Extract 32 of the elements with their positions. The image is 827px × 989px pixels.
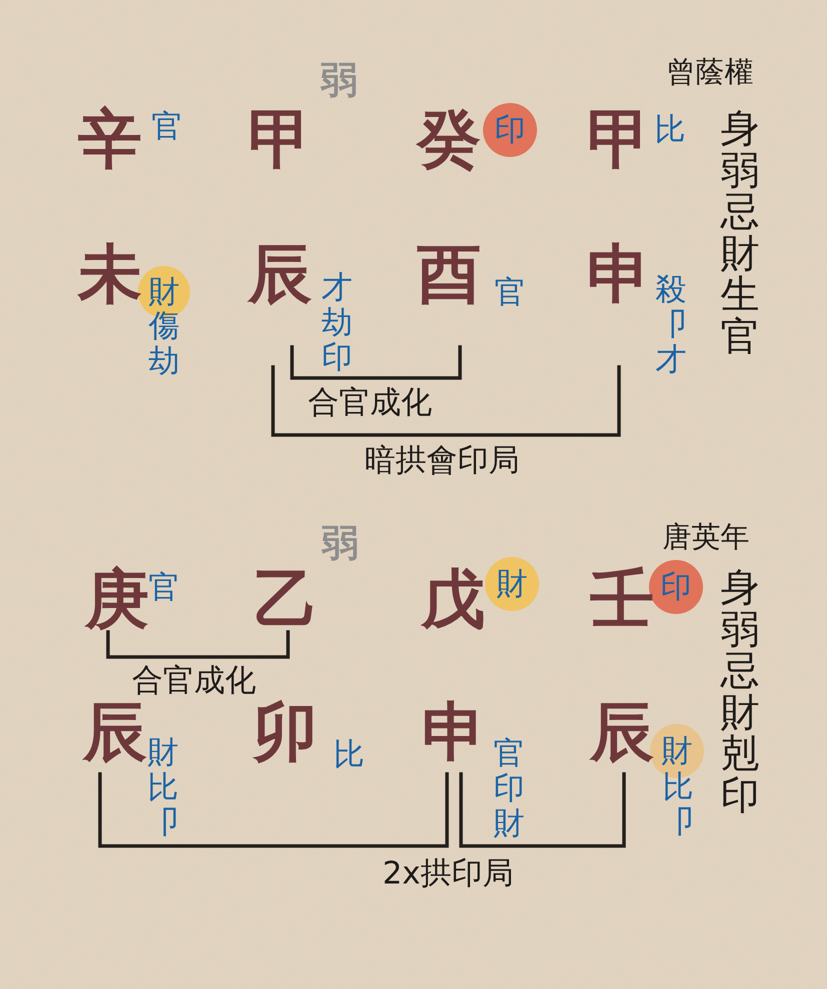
side-label: 比	[654, 114, 686, 146]
person-name: 唐英年	[662, 522, 750, 552]
side-label: 官	[152, 112, 182, 142]
pillar-character: 戊	[421, 568, 485, 632]
bracket-label: 合官成化	[308, 388, 432, 418]
pillar-character: 辰	[248, 243, 312, 307]
side-label: 官	[148, 572, 180, 604]
bracket-label: 2x拱印局	[382, 858, 514, 890]
pillar-character: 申	[422, 701, 486, 765]
person-name: 曾蔭權	[666, 58, 754, 86]
side-label: 殺卩才	[656, 272, 686, 378]
verdict-text: 身弱忌財剋印	[720, 568, 760, 816]
pillar-character: 甲	[587, 108, 651, 172]
pillar-character: 庚	[85, 568, 149, 632]
weak-mark: 弱	[320, 62, 358, 98]
weak-mark: 弱	[322, 524, 358, 562]
pillar-character: 申	[587, 243, 651, 307]
side-label: 才劫印	[322, 270, 352, 376]
side-label: 官	[494, 278, 526, 308]
bracket-label: 暗拱會印局	[364, 446, 520, 476]
side-label: 比	[334, 740, 364, 770]
side-label: 官印財	[494, 736, 524, 842]
pillar-character: 卯	[253, 701, 317, 765]
pillar-character: 辰	[83, 701, 147, 765]
pillar-character: 甲	[248, 108, 312, 172]
pillar-character: 辛	[78, 108, 142, 172]
pillar-character: 乙	[254, 568, 318, 632]
pillar-character: 癸	[417, 108, 481, 172]
side-label: 財比卩	[148, 736, 178, 840]
pillar-character: 酉	[417, 243, 481, 307]
bracket-label: 合官成化	[132, 666, 256, 696]
verdict-text: 身弱忌財生官	[720, 108, 760, 358]
